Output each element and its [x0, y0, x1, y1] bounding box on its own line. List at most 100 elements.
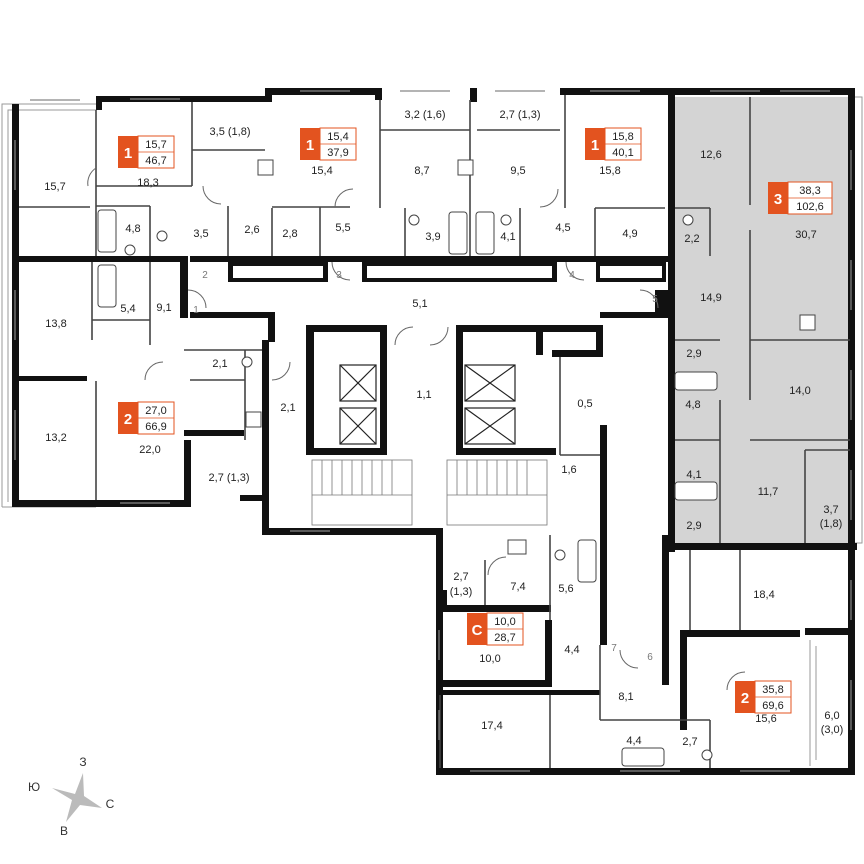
- room-area: 15,7: [44, 181, 65, 193]
- total-area: 46,7: [145, 155, 166, 167]
- apartment-badge-apt-1-right[interactable]: 1 15,8 40,1: [585, 127, 642, 161]
- room-area: (3,0): [821, 724, 844, 736]
- room-labels: 15,7 18,3 3,5 (1,8) 4,8 3,5 2,6 15,4 2,8…: [44, 109, 843, 748]
- partitions: [19, 95, 850, 768]
- living-area: 15,8: [612, 131, 633, 143]
- total-area: 37,9: [327, 147, 348, 159]
- room-area: 4,1: [500, 231, 515, 243]
- room-count-box: [118, 136, 138, 168]
- total-area: 28,7: [494, 632, 515, 644]
- living-area: 35,8: [762, 684, 783, 696]
- apartment-badge-apt-3[interactable]: 3 38,3 102,6: [768, 181, 833, 215]
- room-area: 5,4: [120, 303, 135, 315]
- door-arcs: [87, 167, 746, 691]
- room-area: 2,1: [280, 402, 295, 414]
- room-area: 3,5 (1,8): [210, 126, 251, 138]
- room-area: 14,9: [700, 292, 721, 304]
- room-count: С: [472, 622, 483, 639]
- compass-label-west: Ю: [28, 780, 40, 794]
- room-area: 15,4: [311, 165, 332, 177]
- apartment-badge-apt-1-left[interactable]: 1 15,7 46,7: [118, 135, 175, 169]
- living-area: 15,7: [145, 139, 166, 151]
- compass-label-south: В: [60, 824, 68, 838]
- compass: З С Ю В: [28, 755, 115, 838]
- room-area: 13,8: [45, 318, 66, 330]
- room-area: 7,4: [510, 581, 525, 593]
- room-area: 6,0: [824, 710, 839, 722]
- compass-label-north: З: [79, 755, 86, 769]
- room-area: (1,3): [450, 586, 473, 598]
- living-area: 38,3: [799, 185, 820, 197]
- room-area: 2,7 (1,3): [500, 109, 541, 121]
- apartment-badge-apt-2-right[interactable]: 2 35,8 69,6: [735, 680, 792, 714]
- apartment-3-fill: [669, 97, 853, 543]
- room-count-box: [735, 681, 755, 713]
- room-count-box: [118, 402, 138, 434]
- compass-label-east: С: [106, 797, 115, 811]
- room-area: 8,1: [618, 691, 633, 703]
- stairs: [311, 459, 548, 526]
- room-area: 0,5: [577, 398, 592, 410]
- apartment-badge-apt-1-mid[interactable]: 1 15,4 37,9: [300, 127, 357, 161]
- door-number: 2: [202, 270, 208, 281]
- elevator-shafts: [339, 364, 516, 445]
- room-count: 1: [306, 137, 314, 154]
- room-area: 5,1: [412, 298, 427, 310]
- room-area: 18,3: [137, 177, 158, 189]
- room-count: 2: [124, 411, 132, 428]
- room-area: 2,8: [282, 228, 297, 240]
- total-area: 66,9: [145, 421, 166, 433]
- door-number: 4: [569, 270, 575, 281]
- room-area: 4,8: [685, 399, 700, 411]
- room-area: 14,0: [789, 385, 810, 397]
- door-number: 6: [647, 652, 653, 663]
- room-area: 3,9: [425, 231, 440, 243]
- room-count-box: [585, 128, 605, 160]
- room-area: 5,5: [335, 222, 350, 234]
- room-area: 13,2: [45, 432, 66, 444]
- room-area: 9,5: [510, 165, 525, 177]
- total-area: 69,6: [762, 700, 783, 712]
- room-area: (1,8): [820, 518, 843, 530]
- room-area: 2,9: [686, 520, 701, 532]
- room-area: 22,0: [139, 444, 160, 456]
- room-area: 17,4: [481, 720, 502, 732]
- door-number: 5: [652, 294, 658, 305]
- room-count: 2: [741, 690, 749, 707]
- room-area: 4,4: [626, 735, 641, 747]
- room-area: 8,7: [414, 165, 429, 177]
- total-area: 102,6: [796, 201, 824, 213]
- room-area: 5,6: [558, 583, 573, 595]
- room-count: 1: [124, 145, 132, 162]
- room-area: 12,6: [700, 149, 721, 161]
- room-area: 4,9: [622, 228, 637, 240]
- room-area: 18,4: [753, 589, 774, 601]
- room-area: 3,5: [193, 228, 208, 240]
- door-numbers: 1 2 3 4 5 6 7: [193, 270, 658, 663]
- room-area: 2,1: [212, 358, 227, 370]
- room-area: 4,5: [555, 222, 570, 234]
- room-area: 2,7: [453, 571, 468, 583]
- room-area: 15,6: [755, 713, 776, 725]
- room-area: 10,0: [479, 653, 500, 665]
- door-number: 3: [336, 270, 342, 281]
- room-area: 30,7: [795, 229, 816, 241]
- room-area: 2,7: [682, 736, 697, 748]
- living-area: 15,4: [327, 131, 348, 143]
- room-area: 3,7: [823, 504, 838, 516]
- door-number: 7: [611, 643, 617, 654]
- room-area: 1,6: [561, 464, 576, 476]
- room-area: 2,9: [686, 348, 701, 360]
- compass-star-icon: [52, 773, 102, 822]
- door-number: 1: [193, 305, 199, 316]
- windows: [14, 90, 852, 772]
- room-area: 2,6: [244, 224, 259, 236]
- room-count: 3: [774, 191, 782, 208]
- room-count: 1: [591, 137, 599, 154]
- room-area: 2,2: [684, 233, 699, 245]
- total-area: 40,1: [612, 147, 633, 159]
